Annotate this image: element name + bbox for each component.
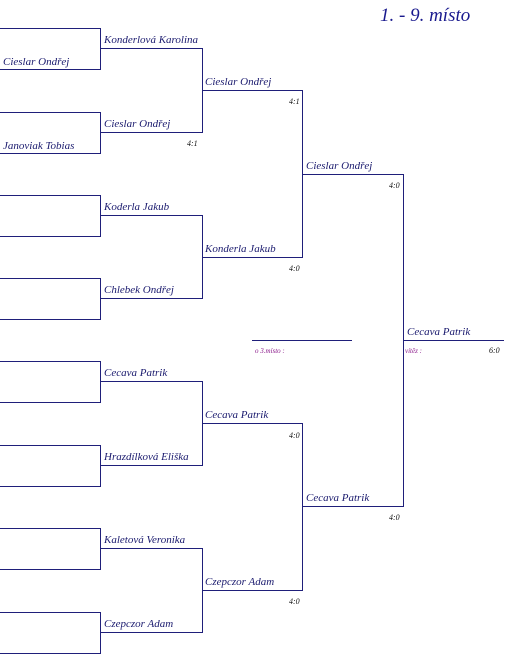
r1-player-name: Janoviak Tobias — [3, 140, 75, 152]
r4-match-score: 4:0 — [389, 513, 400, 522]
r2-player-name: Hrazdílková Eliška — [104, 451, 189, 463]
r1-line-top — [0, 112, 100, 113]
r2-line — [100, 215, 202, 216]
r1-connector — [100, 112, 101, 154]
r1-connector — [100, 28, 101, 70]
r2-line — [100, 298, 202, 299]
r2-player-name: Chlebek Ondřej — [104, 284, 174, 296]
r3-match-score: 4:0 — [289, 597, 300, 606]
r3-player-name: Czepczor Adam — [205, 576, 275, 588]
winner-label: vítěz : — [405, 347, 422, 355]
r4-line — [302, 174, 403, 175]
r3-match-score: 4:0 — [289, 431, 300, 440]
r4-player-name: Cieslar Ondřej — [306, 160, 373, 172]
r2-player-name: Konderlová Karolina — [104, 34, 199, 46]
r1-line-bottom — [0, 402, 100, 403]
r2-line — [100, 548, 202, 549]
r2-player-name: Koderla Jakub — [104, 201, 170, 213]
r1-connector — [100, 612, 101, 654]
r2-player-name: Kaletová Veronika — [104, 534, 186, 546]
winner-name: Cecava Patrik — [407, 326, 471, 338]
r2-line — [100, 632, 202, 633]
r1-line-bottom — [0, 236, 100, 237]
r1-line-top — [0, 28, 100, 29]
r1-player-name: Cieslar Ondřej — [3, 56, 70, 68]
r1-line-top — [0, 361, 100, 362]
r1-line-top — [0, 612, 100, 613]
r1-connector — [100, 278, 101, 320]
r2-line — [100, 132, 202, 133]
r1-line-bottom — [0, 319, 100, 320]
r3-connector — [302, 423, 303, 591]
third-place-line — [252, 340, 352, 341]
r1-line-bottom — [0, 569, 100, 570]
r3-match-score: 4:1 — [289, 97, 300, 106]
r4-line — [302, 506, 403, 507]
r1-line-top — [0, 445, 100, 446]
r3-line — [202, 590, 302, 591]
r2-line — [100, 465, 202, 466]
r4-match-score: 4:0 — [389, 181, 400, 190]
r1-connector — [100, 195, 101, 237]
final-line — [403, 340, 504, 341]
r3-player-name: Cieslar Ondřej — [205, 76, 272, 88]
r2-line — [100, 381, 202, 382]
page-title: 1. - 9. místo — [380, 5, 471, 26]
r1-line-top — [0, 528, 100, 529]
r1-line-top — [0, 278, 100, 279]
r1-line-bottom — [0, 153, 100, 154]
third-place-label: o 3.místo : — [255, 347, 285, 355]
r1-line-bottom — [0, 653, 100, 654]
r3-line — [202, 423, 302, 424]
r3-line — [202, 257, 302, 258]
r2-player-name: Cieslar Ondřej — [104, 118, 171, 130]
r1-connector — [100, 528, 101, 570]
r2-player-name: Czepczor Adam — [104, 618, 174, 630]
r1-connector — [100, 445, 101, 487]
r1-line-bottom — [0, 486, 100, 487]
r3-player-name: Konderla Jakub — [205, 243, 276, 255]
r3-line — [202, 90, 302, 91]
r2-player-name: Cecava Patrik — [104, 367, 168, 379]
r1-connector — [100, 361, 101, 403]
r3-match-score: 4:0 — [289, 264, 300, 273]
r1-line-bottom — [0, 69, 100, 70]
r2-line — [100, 48, 202, 49]
final-score: 6:0 — [489, 346, 500, 355]
r4-player-name: Cecava Patrik — [306, 492, 370, 504]
r2-match-score: 4:1 — [187, 139, 198, 148]
r3-player-name: Cecava Patrik — [205, 409, 269, 421]
r1-line-top — [0, 195, 100, 196]
